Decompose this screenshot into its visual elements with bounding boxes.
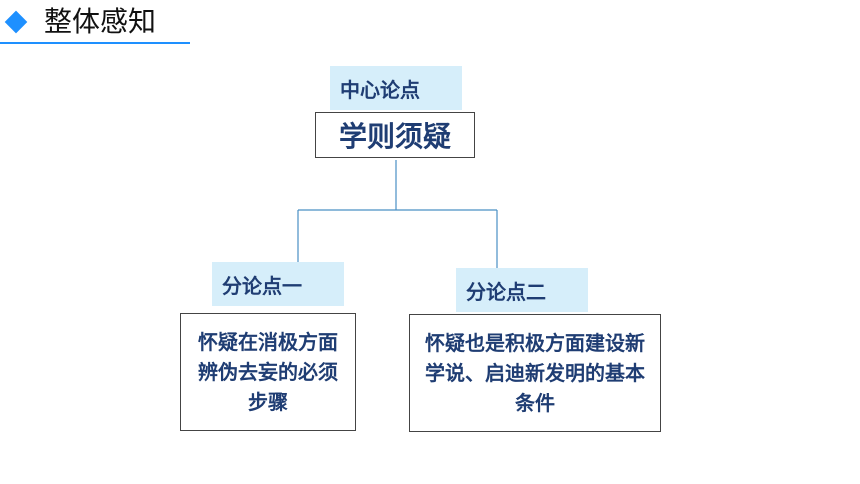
sub-point-one-box: 怀疑在消极方面辨伪去妄的必须步骤 <box>180 313 356 431</box>
sub-point-one-tag: 分论点一 <box>212 262 344 306</box>
central-thesis-box: 学则须疑 <box>315 112 475 158</box>
sub-point-two-tag: 分论点二 <box>456 268 588 312</box>
central-thesis-tag: 中心论点 <box>330 66 462 110</box>
title-underline <box>0 42 190 44</box>
sub-point-two-box: 怀疑也是积极方面建设新学说、启迪新发明的基本条件 <box>409 314 661 432</box>
section-header: 整体感知 <box>0 0 190 46</box>
section-title: 整体感知 <box>44 5 157 38</box>
